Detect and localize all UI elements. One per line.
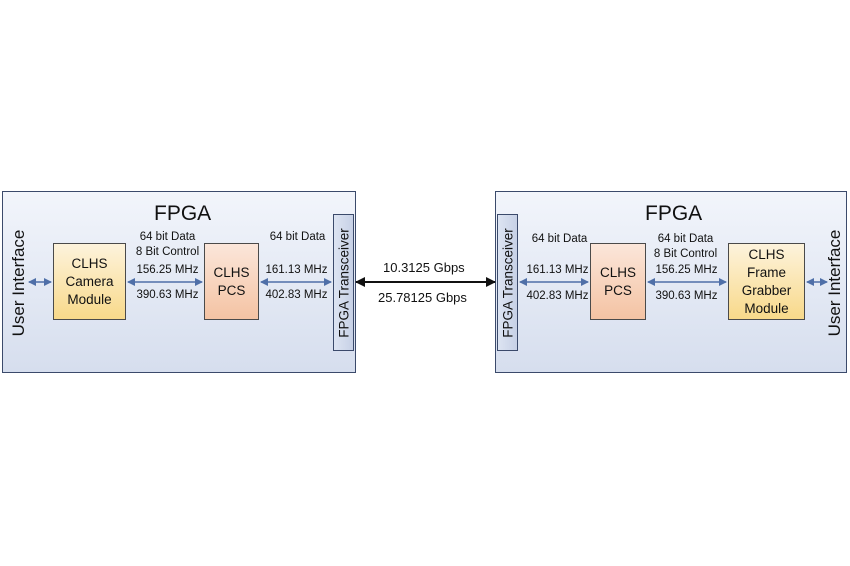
link-rate-bottom: 25.78125 Gbps (378, 290, 467, 305)
right-pcs-block: CLHS PCS (590, 243, 646, 320)
right-pcs-module-control-label: 8 Bit Control (653, 248, 718, 260)
right-pcs-module-freq-bottom: 390.63 MHz (655, 290, 718, 302)
left-pcs-transceiver-freq-bottom: 402.83 MHz (265, 289, 328, 301)
left-module-pcs-control-label: 8 Bit Control (135, 246, 200, 258)
right-fpga-transceiver (497, 214, 518, 351)
left-pcs-transceiver-data-label: 64 bit Data (269, 231, 326, 243)
left-fpga-transceiver (333, 214, 354, 351)
camera-module-label: CLHS Camera Module (65, 255, 114, 307)
right-fpga-title: FPGA (645, 202, 703, 225)
right-pcs-label: CLHS PCS (599, 264, 636, 298)
camera-module-block: CLHS Camera Module (53, 243, 126, 320)
frame-grabber-block: CLHS Frame Grabber Module (728, 243, 805, 320)
left-module-pcs-data-label: 64 bit Data (139, 231, 196, 243)
left-pcs-block: CLHS PCS (204, 243, 259, 320)
frame-grabber-label: CLHS Frame Grabber Module (741, 246, 792, 316)
left-fpga-title: FPGA (154, 202, 212, 225)
right-transceiver-pcs-data-label: 64 bit Data (531, 233, 588, 245)
left-module-pcs-freq-top: 156.25 MHz (136, 264, 199, 276)
right-transceiver-pcs-freq-bottom: 402.83 MHz (526, 290, 589, 302)
left-module-pcs-freq-bottom: 390.63 MHz (136, 289, 199, 301)
right-pcs-module-data-label: 64 bit Data (657, 233, 714, 245)
left-pcs-transceiver-freq-top: 161.13 MHz (265, 264, 328, 276)
left-pcs-label: CLHS PCS (213, 264, 250, 298)
link-rate-top: 10.3125 Gbps (383, 260, 465, 275)
right-transceiver-pcs-freq-top: 161.13 MHz (526, 264, 589, 276)
right-pcs-module-freq-top: 156.25 MHz (655, 264, 718, 276)
